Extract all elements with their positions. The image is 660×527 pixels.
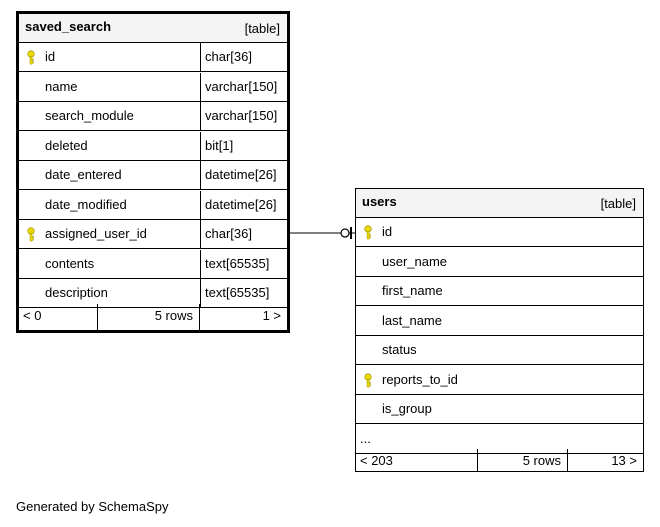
table-saved-search: saved_search [table] id char[36] name varch…: [16, 11, 290, 333]
column-name: reports_to_id: [382, 371, 458, 387]
more-columns-indicator: ...: [360, 431, 371, 446]
column-row: user_name: [356, 248, 643, 277]
column-type: bit[1]: [200, 131, 287, 160]
table-header: saved_search [table]: [19, 14, 287, 43]
table-header: users [table]: [356, 189, 643, 218]
column-name: first_name: [382, 283, 443, 298]
column-type: char[36]: [200, 43, 287, 71]
column-row: id char[36]: [19, 43, 287, 72]
column-row: first_name: [356, 277, 643, 306]
primary-key-icon: [27, 50, 35, 65]
primary-key-icon: [364, 225, 372, 240]
column-row: date_modified datetime[26]: [19, 190, 287, 220]
zero-cardinality-marker: [340, 228, 350, 238]
table-type-tag: [table]: [244, 21, 280, 36]
column-type: varchar[150]: [200, 102, 287, 130]
column-row: id: [356, 218, 643, 247]
column-name: status: [382, 342, 417, 357]
table-users: users [table] id user_name first_name last_…: [355, 188, 644, 472]
column-row: date_entered datetime[26]: [19, 161, 287, 190]
table-name: saved_search: [25, 19, 112, 34]
column-name: search_module: [45, 108, 134, 123]
column-row: last_name: [356, 307, 643, 336]
footer-parents: < 0: [23, 308, 42, 323]
column-type: text[65535]: [200, 249, 287, 278]
table-footer: < 203 5 rows 13 >: [356, 449, 643, 472]
column-row: is_group: [356, 395, 643, 424]
column-type: char[36]: [200, 220, 287, 248]
column-name: last_name: [382, 312, 442, 328]
column-row: name varchar[150]: [19, 72, 287, 102]
generator-credit: Generated by SchemaSpy: [16, 499, 169, 514]
column-row: reports_to_id: [356, 366, 643, 395]
column-name: id: [45, 49, 56, 64]
column-row: description text[65535]: [19, 279, 287, 308]
column-name: id: [382, 224, 393, 239]
column-row: contents text[65535]: [19, 249, 287, 279]
column-type: varchar[150]: [200, 72, 287, 101]
column-name: is_group: [382, 401, 432, 416]
column-name: description: [45, 285, 108, 300]
primary-key-icon: [27, 227, 35, 242]
column-name: date_modified: [45, 196, 127, 212]
column-name: name: [45, 78, 78, 94]
footer-rows: 5 rows: [97, 304, 199, 330]
column-type: datetime[26]: [200, 161, 287, 189]
column-name: date_entered: [45, 167, 122, 182]
table-name: users: [362, 194, 397, 209]
column-row: search_module varchar[150]: [19, 102, 287, 131]
column-type: datetime[26]: [200, 190, 287, 219]
column-name: user_name: [382, 253, 448, 269]
column-name: assigned_user_id: [45, 226, 147, 241]
column-name: contents: [45, 255, 95, 271]
table-footer: < 0 5 rows 1 >: [19, 304, 287, 330]
table-type-tag: [table]: [600, 196, 636, 211]
footer-children: 1 >: [199, 304, 287, 330]
footer-rows: 5 rows: [477, 449, 567, 472]
primary-key-icon: [364, 372, 372, 388]
footer-parents: < 203: [360, 453, 393, 468]
column-name: deleted: [45, 137, 88, 153]
column-row: status: [356, 336, 643, 365]
column-row: deleted bit[1]: [19, 131, 287, 161]
column-row: assigned_user_id char[36]: [19, 220, 287, 249]
column-type: text[65535]: [200, 279, 287, 307]
footer-children: 13 >: [567, 449, 643, 472]
more-columns-row: ...: [356, 425, 643, 454]
